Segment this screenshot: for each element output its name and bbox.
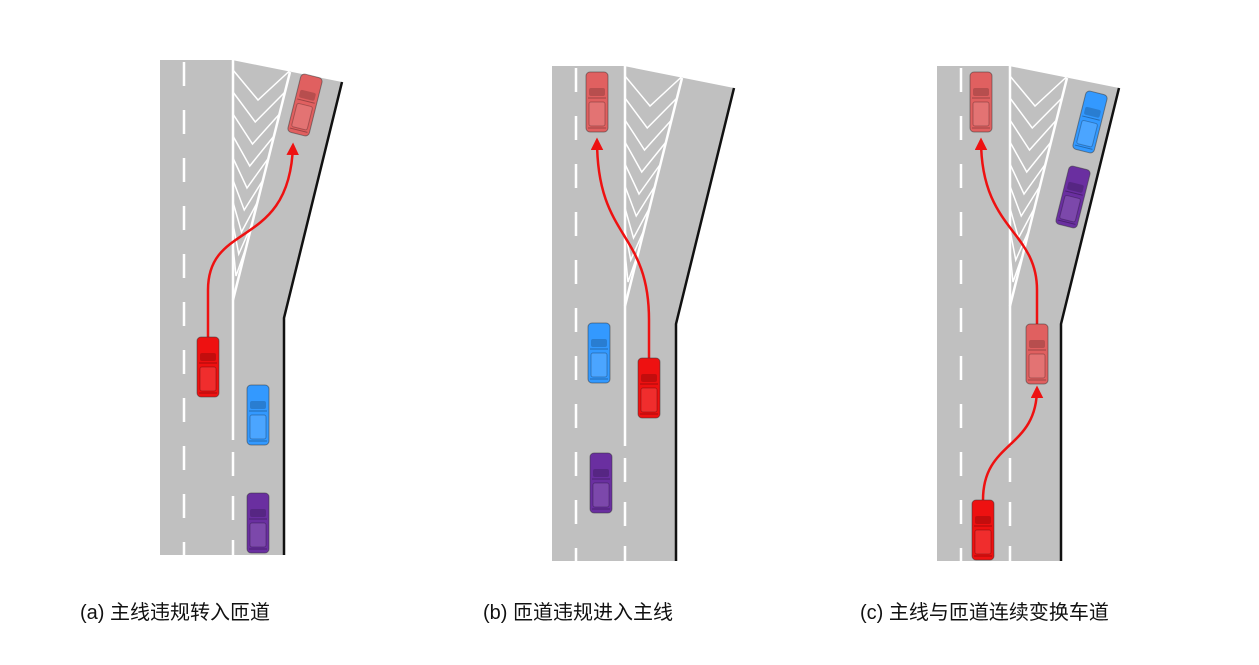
red-car [971, 499, 995, 561]
purple-car [246, 492, 270, 554]
red-car [196, 336, 220, 398]
caption-a: (a) 主线违规转入匝道 [80, 602, 270, 624]
blue-car [587, 322, 611, 384]
faded-red-car [585, 71, 609, 133]
blue-car [246, 384, 270, 446]
faded-red-car [969, 71, 993, 133]
faded-red-car [1025, 323, 1049, 385]
trajectory-arrow [206, 142, 299, 337]
panel-b [550, 64, 736, 563]
trajectory-arrow [974, 137, 1039, 324]
red-car [637, 357, 661, 419]
caption-c: (c) 主线与匝道连续变换车道 [860, 602, 1109, 624]
trajectory-arrow [590, 137, 651, 358]
panel-a [158, 58, 344, 557]
trajectory-arrow [981, 385, 1044, 501]
road-merge-area [158, 58, 344, 557]
road-merge-area [550, 64, 736, 563]
caption-b: (b) 匝道违规进入主线 [483, 602, 673, 624]
purple-car [589, 452, 613, 514]
